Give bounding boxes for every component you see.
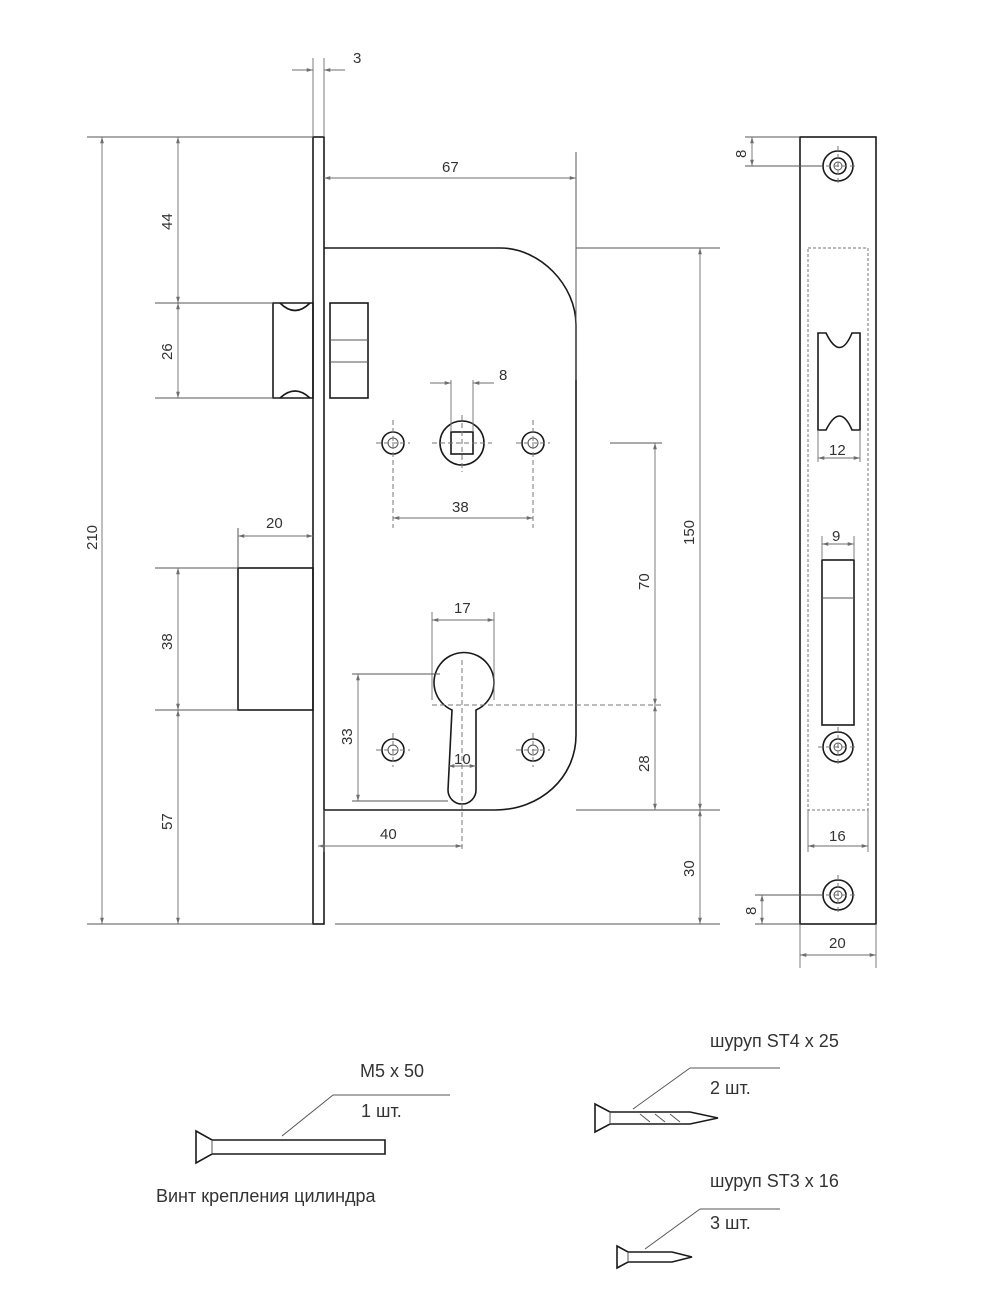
dim-latch-height: 26: [159, 343, 176, 360]
dim-faceplate-thickness: 3: [353, 50, 361, 67]
dim-spindle-square: 8: [499, 367, 507, 384]
front-bottom-screw-hole: [818, 875, 858, 915]
screw-st4-spec: шуруп ST4 x 25: [710, 1031, 839, 1051]
dim-front-latch-width: 12: [829, 442, 846, 459]
wood-screw-st3: шуруп ST3 x 16 3 шт.: [616, 1171, 839, 1270]
screw-hole-right: [516, 420, 550, 528]
front-case-outline: [807, 247, 869, 811]
cylinder-screw: M5 x 50 1 шт. Винт крепления цилиндра: [156, 1061, 450, 1206]
dim-total-height: 210: [84, 525, 101, 550]
front-middle-screw-hole: [818, 727, 858, 767]
dim-backset-total: 67: [442, 159, 459, 176]
dim-front-top-hole: 8: [733, 150, 750, 158]
dim-center-distance: 70: [636, 573, 653, 590]
dim-bottom-offset: 28: [636, 755, 653, 772]
dim-top-to-latch: 44: [159, 213, 176, 230]
dim-case-height: 150: [681, 520, 698, 545]
front-latch-window: [817, 332, 861, 431]
side-view: 3 67 210 44 26 38 57 20 8 38 150 70: [84, 50, 720, 925]
screw-st4-qty: 2 шт.: [710, 1078, 751, 1098]
dim-deadbolt-throw: 20: [266, 515, 283, 532]
dim-cylinder-width: 17: [454, 600, 471, 617]
dim-bottom-to-bolt: 57: [159, 813, 176, 830]
latch-bolt: [155, 302, 369, 399]
dim-front-recess-width: 16: [829, 828, 846, 845]
deadbolt: [155, 528, 314, 711]
faceplate: [312, 136, 325, 925]
dim-cylinder-slot-width: 10: [454, 751, 471, 768]
front-faceplate: [799, 136, 877, 925]
dim-case-to-bottom: 30: [681, 860, 698, 877]
cylinder-screw-qty: 1 шт.: [361, 1101, 402, 1121]
screw-hole-left: [376, 420, 410, 528]
dim-cylinder-hole-height: 33: [339, 728, 356, 745]
dim-screw-spacing: 38: [452, 499, 469, 516]
screw-hole-lower-right: [516, 733, 550, 767]
dim-front-total-width: 20: [829, 935, 846, 952]
dim-front-bottom-hole: 8: [743, 907, 760, 915]
wood-screw-st4: шуруп ST4 x 25 2 шт.: [594, 1031, 839, 1134]
lock-case: [324, 247, 577, 811]
dim-deadbolt-height: 38: [159, 633, 176, 650]
spindle-hole: [432, 415, 492, 472]
dim-cylinder-backset: 40: [380, 826, 397, 843]
screw-st3-spec: шуруп ST3 x 16: [710, 1171, 839, 1191]
cylinder-screw-spec: M5 x 50: [360, 1061, 424, 1081]
front-top-screw-hole: [818, 146, 858, 186]
front-view: 8 12 9 16 8 20: [733, 136, 877, 968]
cylinder-screw-caption: Винт крепления цилиндра: [156, 1186, 377, 1206]
dim-front-bolt-width: 9: [832, 528, 840, 545]
front-deadbolt-window: [821, 559, 855, 726]
screw-st3-qty: 3 шт.: [710, 1213, 751, 1233]
screw-hole-lower-left: [376, 733, 410, 767]
